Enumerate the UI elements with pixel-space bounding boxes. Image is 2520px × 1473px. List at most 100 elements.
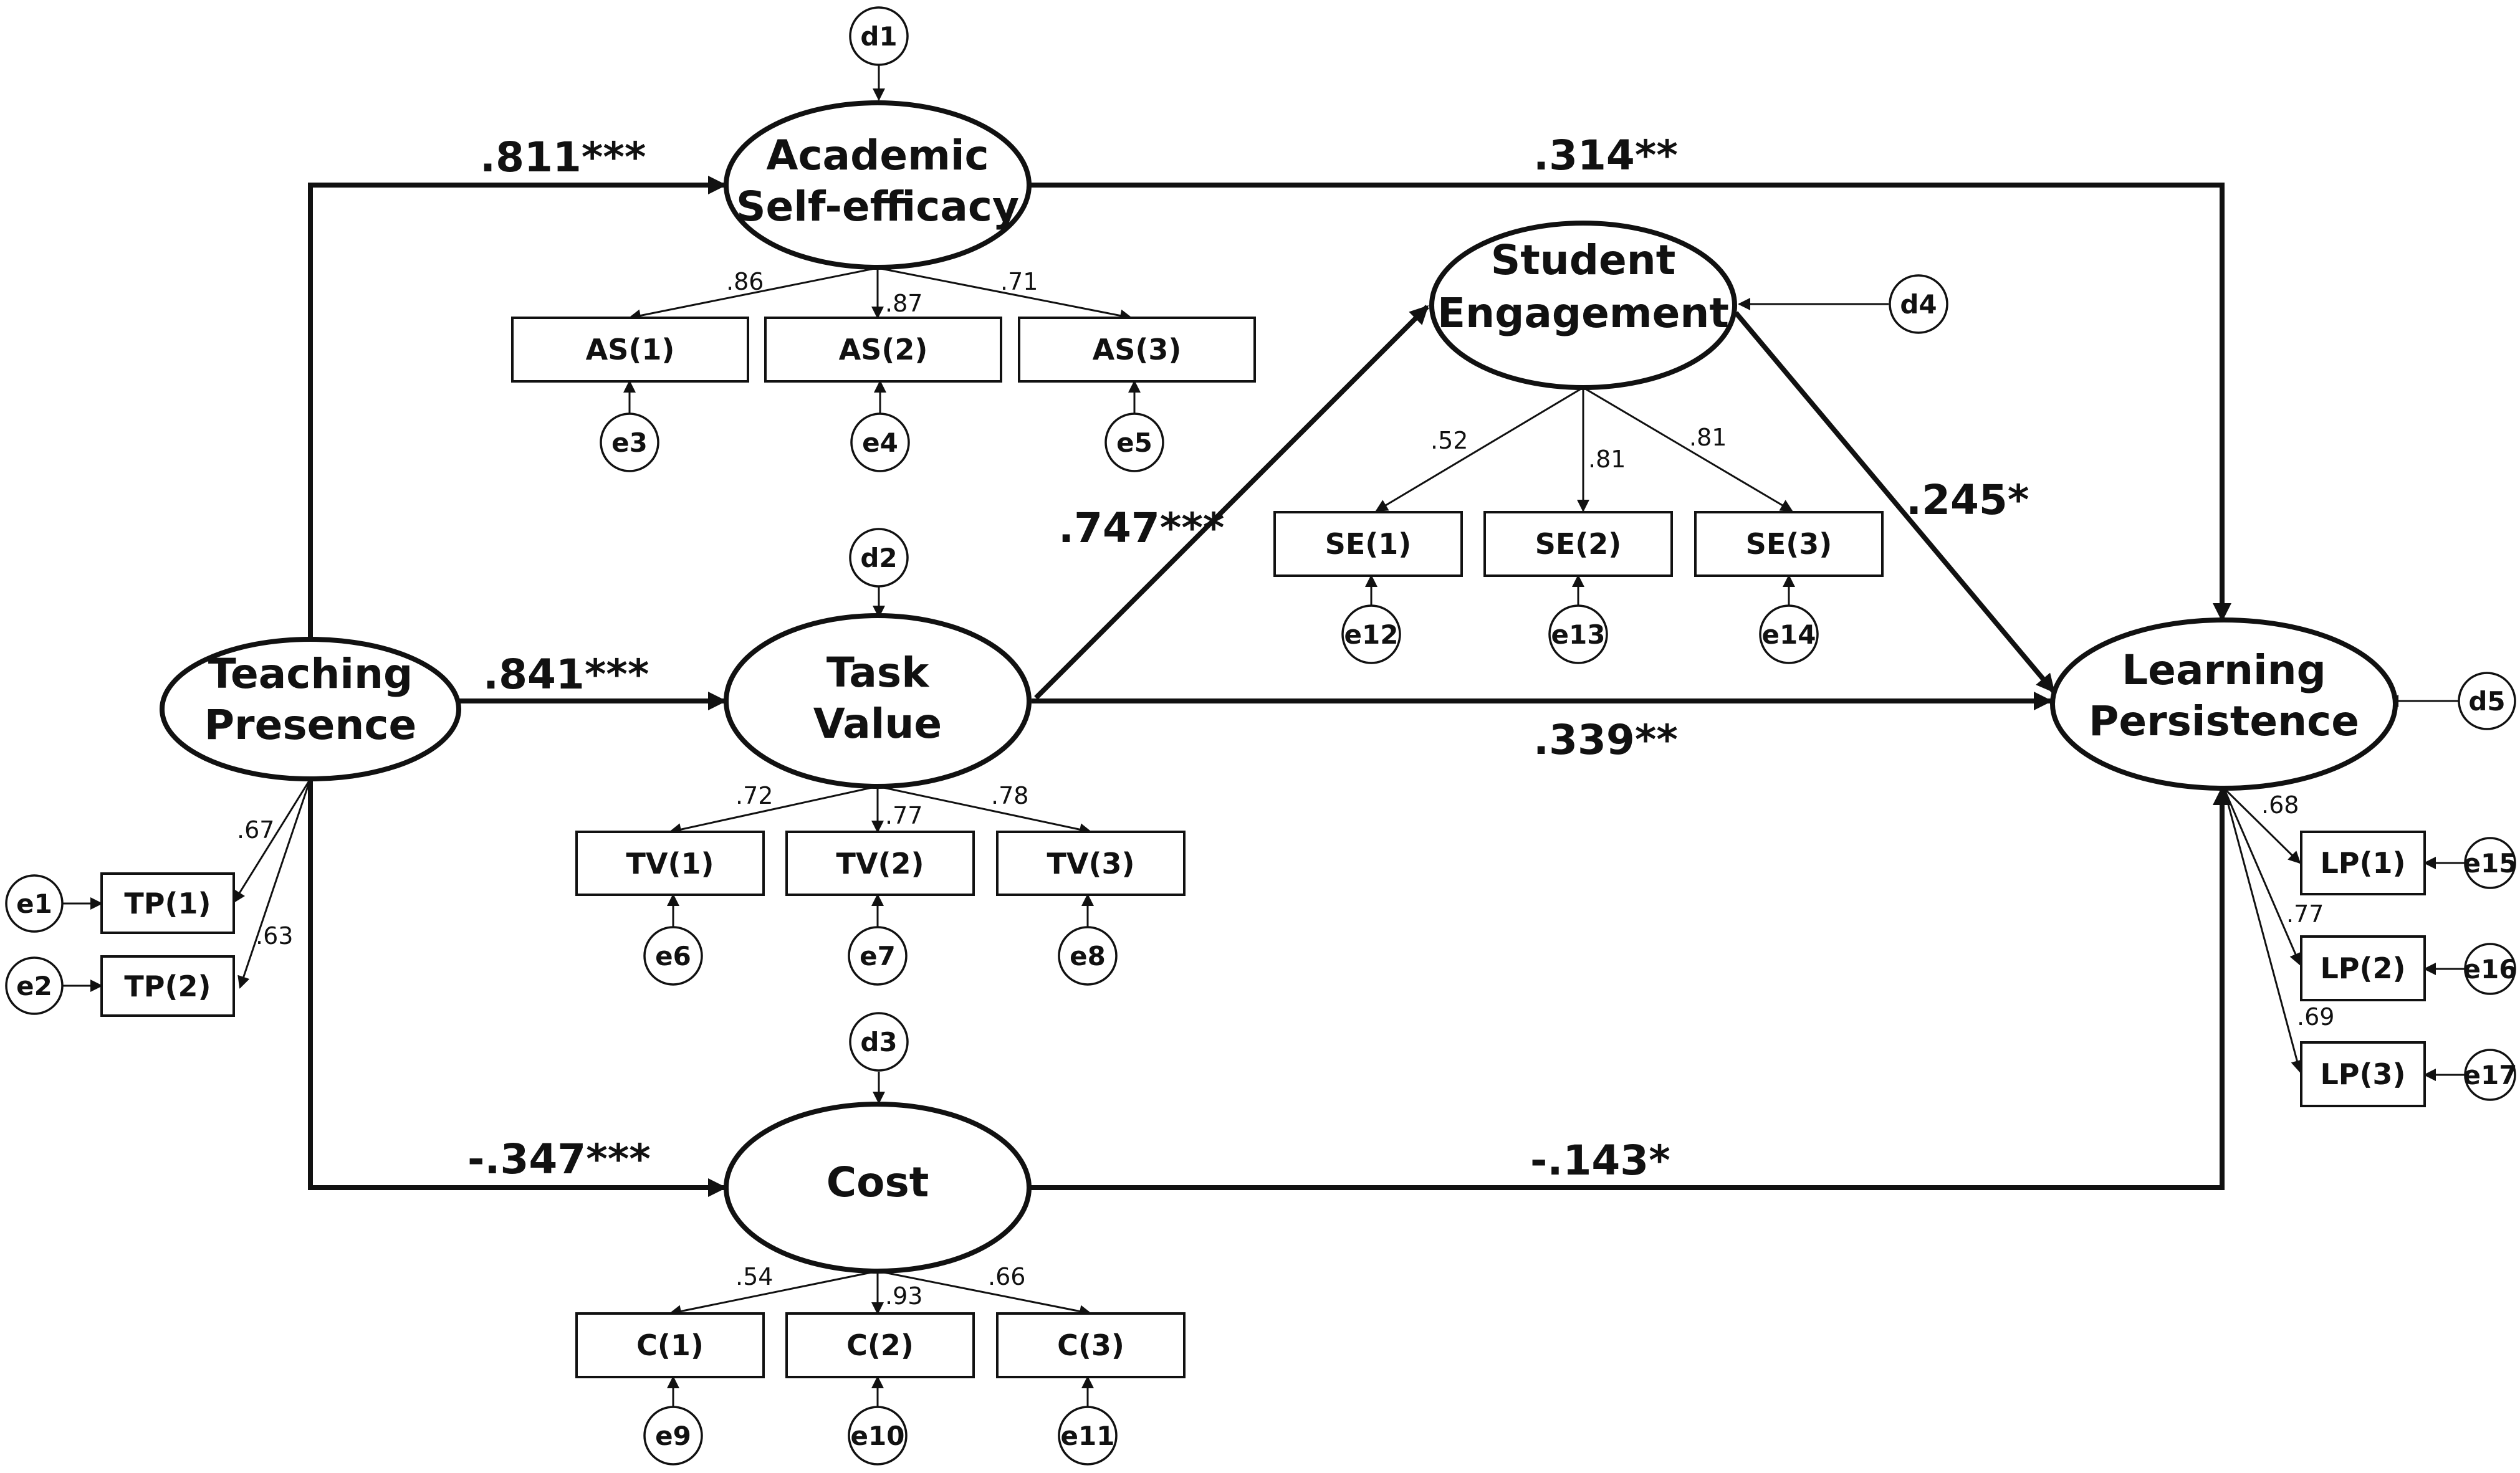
path-tp-to-cost: [308, 776, 727, 1197]
coef-tv-se: .747***: [1058, 504, 1224, 552]
disturbance-d4: d4: [1889, 274, 1948, 334]
loading-as3: .71: [1000, 268, 1038, 295]
loading-as2: .87: [885, 290, 922, 317]
indicator-as3: AS(3): [1018, 317, 1256, 383]
indicator-tv1: TV(1): [575, 831, 765, 896]
latent-label: Teaching: [208, 650, 413, 698]
error-label: e17: [2463, 1060, 2518, 1090]
error-e13: e13: [1548, 604, 1608, 664]
error-e6: e6: [643, 926, 703, 986]
loading-lp1: .68: [2261, 791, 2299, 819]
error-label: e12: [1344, 619, 1399, 650]
indicator-label: AS(2): [839, 333, 928, 366]
indicator-label: TV(3): [1047, 847, 1134, 880]
coef-tp-ase: .811***: [480, 133, 646, 181]
error-label: d1: [860, 21, 897, 52]
latent-label: Task: [826, 649, 930, 697]
indicator-as2: AS(2): [764, 317, 1002, 383]
indicator-label: TV(1): [626, 847, 714, 880]
indicator-tp1: TP(1): [100, 872, 235, 934]
error-label: d4: [1900, 289, 1937, 320]
error-label: e6: [655, 941, 691, 971]
loading-se1: .52: [1430, 427, 1468, 454]
error-label: e14: [1762, 619, 1816, 650]
loading-tp1: .67: [237, 816, 274, 844]
factor-loadings: .67 .63 .86 .87 .71 .72 .77 .78 .54 .93 …: [237, 268, 2334, 1310]
error-e12: e12: [1341, 604, 1401, 664]
latent-label: Engagement: [1437, 289, 1729, 337]
structural-paths: [308, 176, 2231, 1197]
error-e1: e1: [5, 874, 64, 933]
indicator-lp3: LP(3): [2300, 1041, 2426, 1107]
error-terms: e1 e2 e3 e4 e5 e6 e7 e8 e9 e10 e11 e12 e…: [5, 6, 2518, 1466]
coef-tp-tv: .841***: [483, 651, 649, 698]
loading-c2: .93: [885, 1282, 922, 1310]
loading-arrow-c1: [669, 1270, 878, 1318]
error-e3: e3: [600, 412, 659, 472]
latent-academic-self-efficacy: Academic Self-efficacy: [724, 100, 1032, 270]
indicator-tv3: TV(3): [996, 831, 1186, 896]
error-e15: e15: [2463, 837, 2517, 889]
loading-arrow-lp3: [2223, 788, 2303, 1073]
loading-arrow-se1: [1375, 386, 1584, 512]
loading-se3: .81: [1689, 424, 1727, 451]
disturbance-d1: d1: [849, 6, 909, 66]
error-label: e2: [16, 971, 52, 1001]
disturbance-d3: d3: [849, 1012, 909, 1072]
loading-arrow-tp2: [237, 778, 312, 989]
error-label: e3: [611, 427, 648, 458]
indicator-c1: C(1): [575, 1312, 765, 1378]
indicator-label: C(2): [846, 1328, 914, 1362]
path-tv-to-se: [1034, 305, 1429, 700]
latent-teaching-presence: Teaching Presence: [160, 637, 461, 781]
indicator-label: TV(2): [836, 847, 924, 880]
loading-tp2: .63: [256, 922, 293, 950]
loading-se2: .81: [1588, 446, 1626, 473]
indicator-tp2: TP(2): [100, 955, 235, 1017]
error-e2: e2: [5, 956, 64, 1015]
error-e11: e11: [1058, 1406, 1118, 1466]
disturbance-d2: d2: [849, 528, 909, 588]
loading-arrow-se3: [1583, 386, 1793, 512]
error-label: e11: [1061, 1421, 1115, 1451]
loading-tv3: .78: [991, 782, 1028, 809]
latent-student-engagement: Student Engagement: [1429, 221, 1737, 390]
error-label: e4: [862, 427, 898, 458]
measurement-arrows: [62, 65, 2467, 1407]
indicator-label: AS(1): [586, 333, 675, 366]
latent-label: Learning: [2122, 646, 2326, 694]
indicator-label: TP(2): [124, 970, 211, 1003]
error-e16: e16: [2463, 943, 2517, 995]
loading-as1: .86: [726, 268, 764, 295]
path-se-to-lp: [1733, 311, 2056, 694]
error-label: e1: [16, 889, 52, 919]
indicator-label: LP(1): [2320, 846, 2405, 880]
latent-label: Presence: [204, 701, 417, 749]
coef-ase-lp: .314**: [1533, 131, 1678, 179]
latent-label: Value: [813, 700, 942, 748]
indicator-label: C(3): [1057, 1328, 1124, 1362]
indicator-lp1: LP(1): [2300, 831, 2426, 895]
error-e14: e14: [1759, 604, 1819, 664]
indicator-label: SE(3): [1746, 527, 1833, 561]
indicator-label: SE(2): [1535, 527, 1622, 561]
loading-arrow-as1: [628, 267, 878, 322]
indicator-label: AS(3): [1093, 333, 1182, 366]
error-label: e10: [851, 1421, 905, 1451]
loading-arrow-tv1: [669, 785, 878, 836]
path-tp-to-ase: [308, 176, 727, 642]
latent-label: Cost: [826, 1158, 929, 1206]
loading-c3: .66: [988, 1263, 1025, 1290]
loading-arrow-lp2: [2223, 788, 2302, 966]
loading-arrow-as3: [877, 267, 1133, 322]
latent-cost: Cost: [724, 1102, 1032, 1274]
indicator-lp2: LP(2): [2300, 935, 2426, 1001]
error-e9: e9: [643, 1406, 703, 1466]
loading-arrow-tp1: [232, 778, 312, 903]
indicator-c3: C(3): [996, 1312, 1186, 1378]
indicator-as1: AS(1): [511, 317, 749, 383]
indicator-label: LP(3): [2320, 1057, 2405, 1091]
indicator-se1: SE(1): [1273, 511, 1463, 577]
path-cost-to-lp: [1030, 786, 2231, 1190]
